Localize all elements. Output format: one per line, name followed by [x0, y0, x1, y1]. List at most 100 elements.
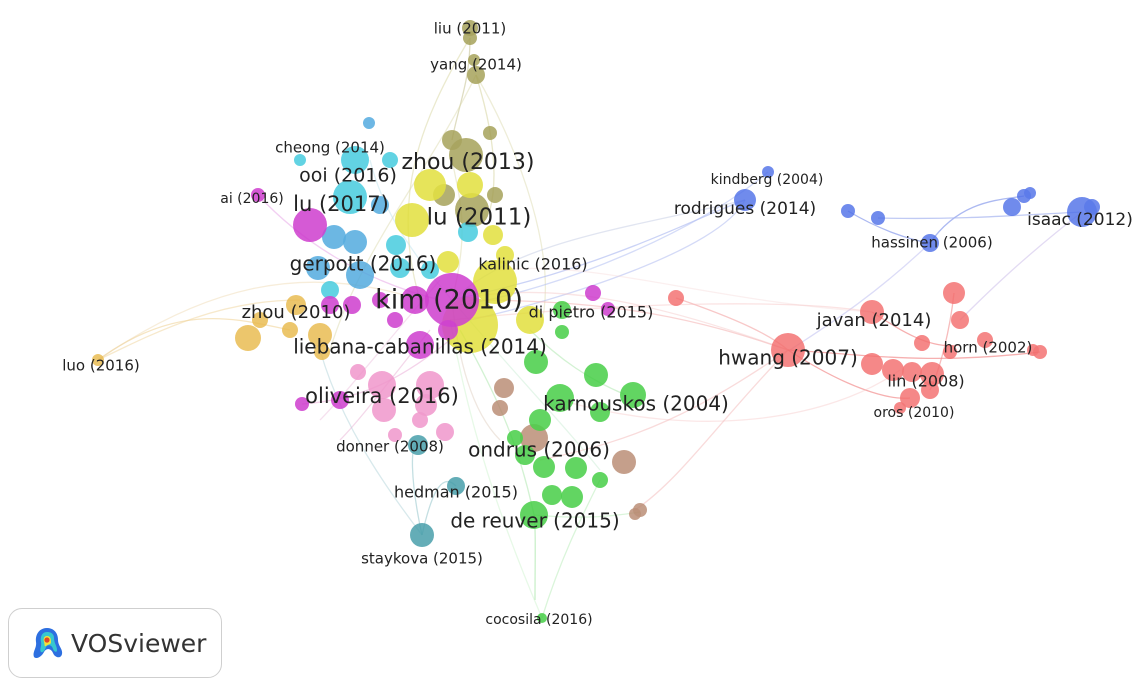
node-magenta[interactable]	[251, 188, 265, 202]
node-red[interactable]	[951, 311, 969, 329]
node-label-javan-2014[interactable]: javan (2014)	[816, 310, 932, 331]
node-label-hedman-2015[interactable]: hedman (2015)	[394, 483, 518, 502]
node-red[interactable]	[920, 362, 944, 386]
node-label-horn-2002[interactable]: horn (2002)	[944, 339, 1033, 357]
node-label-hassinen-2006[interactable]: hassinen (2006)	[871, 234, 992, 252]
node-label-staykova-2015[interactable]: staykova (2015)	[361, 550, 483, 568]
node-label-zhou-2010[interactable]: zhou (2010)	[242, 302, 351, 323]
node-red[interactable]	[882, 359, 904, 381]
node-label-liu-2011[interactable]: liu (2011)	[434, 20, 507, 38]
node-magenta[interactable]	[343, 296, 361, 314]
node-olive[interactable]	[463, 31, 477, 45]
node-red[interactable]	[861, 353, 883, 375]
node-green[interactable]	[533, 456, 555, 478]
node-green[interactable]	[507, 430, 523, 446]
node-cyan[interactable]	[341, 146, 369, 174]
node-orange[interactable]	[286, 295, 306, 315]
node-label-zhou-2013[interactable]: zhou (2013)	[401, 150, 534, 175]
node-red[interactable]	[943, 282, 965, 304]
node-magenta[interactable]	[387, 312, 403, 328]
node-magenta[interactable]	[331, 391, 349, 409]
node-label-di-pietro-2015[interactable]: di pietro (2015)	[529, 303, 654, 322]
node-green[interactable]	[553, 301, 571, 319]
node-cyan[interactable]	[421, 261, 439, 279]
node-yellow[interactable]	[457, 172, 483, 198]
node-sky[interactable]	[346, 261, 374, 289]
node-pink[interactable]	[368, 371, 396, 399]
node-teal[interactable]	[447, 477, 465, 495]
node-brown[interactable]	[492, 400, 508, 416]
node-magenta[interactable]	[295, 397, 309, 411]
node-red[interactable]	[977, 332, 993, 348]
node-red[interactable]	[921, 381, 939, 399]
node-brown[interactable]	[629, 508, 641, 520]
node-olive[interactable]	[449, 138, 483, 172]
node-orange[interactable]	[308, 323, 332, 347]
node-blue[interactable]	[1084, 199, 1100, 215]
node-red[interactable]	[894, 402, 906, 414]
node-sky[interactable]	[363, 117, 375, 129]
node-label-lu-2017[interactable]: lu (2017)	[293, 192, 389, 216]
node-label-yang-2014[interactable]: yang (2014)	[430, 56, 522, 74]
node-label-rodrigues-2014[interactable]: rodrigues (2014)	[674, 199, 816, 219]
node-red[interactable]	[902, 362, 922, 382]
node-sky[interactable]	[322, 225, 346, 249]
node-green[interactable]	[524, 350, 548, 374]
node-green[interactable]	[542, 485, 562, 505]
node-label-cheong-2014[interactable]: cheong (2014)	[275, 139, 385, 157]
node-yellow[interactable]	[516, 306, 544, 334]
node-cyan[interactable]	[390, 258, 410, 278]
node-label-ondrus-2006[interactable]: ondrus (2006)	[468, 438, 610, 462]
node-green[interactable]	[590, 402, 610, 422]
node-orange[interactable]	[235, 325, 261, 351]
node-orange[interactable]	[282, 322, 298, 338]
node-yellow[interactable]	[395, 203, 429, 237]
node-cyan[interactable]	[333, 180, 367, 214]
node-label-luo-2016[interactable]: luo (2016)	[62, 357, 140, 375]
node-yellow[interactable]	[483, 225, 503, 245]
node-olive[interactable]	[455, 193, 489, 227]
node-magenta[interactable]	[601, 302, 615, 316]
node-label-ai-2016[interactable]: ai (2016)	[220, 191, 283, 207]
node-magenta[interactable]	[406, 331, 434, 359]
node-blue[interactable]	[921, 234, 939, 252]
node-green[interactable]	[520, 501, 548, 529]
node-brown[interactable]	[494, 378, 514, 398]
vosviewer-logo[interactable]: VOSviewer	[8, 608, 222, 678]
node-label-cocosila-2016[interactable]: cocosila (2016)	[485, 612, 592, 628]
node-pink[interactable]	[436, 423, 454, 441]
node-cyan[interactable]	[386, 235, 406, 255]
node-label-karnouskos-2004[interactable]: karnouskos (2004)	[543, 392, 729, 416]
node-olive[interactable]	[462, 20, 478, 36]
node-sky[interactable]	[343, 230, 367, 254]
node-magenta[interactable]	[321, 296, 339, 314]
node-green[interactable]	[515, 445, 535, 465]
node-cyan[interactable]	[321, 281, 339, 299]
node-label-kindberg-2004[interactable]: kindberg (2004)	[711, 172, 824, 188]
node-blue[interactable]	[762, 166, 774, 178]
node-yellow[interactable]	[437, 251, 459, 273]
node-blue[interactable]	[871, 211, 885, 225]
node-green[interactable]	[546, 384, 574, 412]
node-green[interactable]	[565, 457, 587, 479]
node-magenta[interactable]	[425, 273, 479, 327]
node-cyan[interactable]	[294, 154, 306, 166]
node-label-kalinic-2016[interactable]: kalinic (2016)	[478, 255, 587, 274]
node-pink[interactable]	[416, 371, 444, 399]
node-pink[interactable]	[415, 394, 437, 416]
node-red[interactable]	[1027, 344, 1039, 356]
node-label-lu-2011[interactable]: lu (2011)	[427, 205, 532, 231]
node-red[interactable]	[900, 388, 920, 408]
node-blue[interactable]	[841, 204, 855, 218]
node-green[interactable]	[555, 325, 569, 339]
node-green[interactable]	[529, 409, 551, 431]
node-label-donner-2008[interactable]: donner (2008)	[336, 438, 444, 456]
node-label-kim-2010[interactable]: kim (2010)	[375, 285, 523, 316]
node-yellow[interactable]	[414, 169, 446, 201]
node-sky[interactable]	[371, 196, 389, 214]
node-pink[interactable]	[388, 428, 402, 442]
node-blue[interactable]	[1024, 187, 1036, 199]
node-red[interactable]	[914, 335, 930, 351]
node-label-de-reuver-2015[interactable]: de reuver (2015)	[450, 509, 619, 533]
